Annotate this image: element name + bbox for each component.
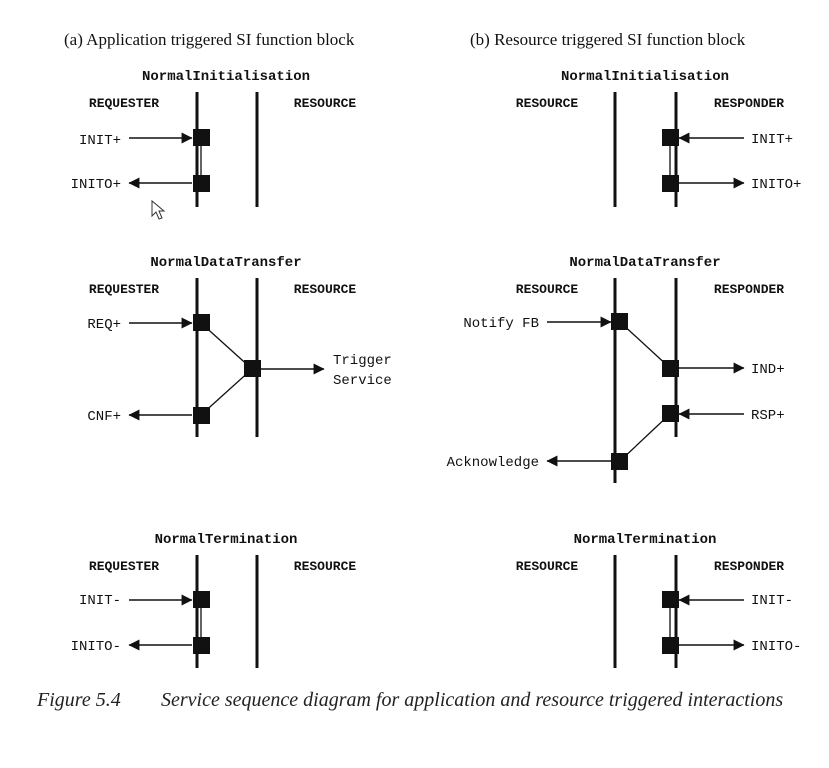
data-title-a: NormalDataTransfer	[150, 255, 301, 271]
event-connectors	[200, 138, 671, 645]
role-responder: RESPONDER	[714, 559, 784, 574]
label-inito-minus: INITO-	[751, 639, 801, 655]
event-boxes	[193, 129, 679, 654]
label-init-minus: INIT-	[751, 593, 793, 609]
label-inito-plus: INITO+	[751, 177, 801, 193]
panel-b-title: (b) Resource triggered SI function block	[470, 30, 746, 49]
role-resource: RESOURCE	[294, 282, 357, 297]
label-init-plus: INIT+	[751, 132, 793, 148]
lifelines	[195, 92, 678, 668]
role-requester: REQUESTER	[89, 282, 159, 297]
label-inito-minus: INITO-	[71, 639, 121, 655]
init-title-b: NormalInitialisation	[561, 69, 729, 85]
label-req-plus: REQ+	[87, 317, 121, 333]
caption-text: Service sequence diagram for application…	[161, 689, 784, 711]
label-init-plus: INIT+	[79, 133, 121, 149]
label-trigger: Trigger	[333, 353, 392, 369]
init-title-a: NormalInitialisation	[142, 69, 310, 85]
role-resource: RESOURCE	[294, 96, 357, 111]
term-title-a: NormalTermination	[155, 532, 298, 548]
message-arrows	[128, 132, 745, 651]
role-requester: REQUESTER	[89, 96, 159, 111]
label-notify-fb: Notify FB	[463, 316, 539, 332]
cursor-icon	[151, 199, 166, 220]
panel-a-title: (a) Application triggered SI function bl…	[64, 30, 355, 49]
data-title-b: NormalDataTransfer	[569, 255, 720, 271]
role-resource: RESOURCE	[516, 282, 579, 297]
role-responder: RESPONDER	[714, 96, 784, 111]
term-title-b: NormalTermination	[574, 532, 717, 548]
label-ind-plus: IND+	[751, 362, 785, 378]
role-requester: REQUESTER	[89, 559, 159, 574]
caption-number: Figure 5.4	[37, 689, 121, 711]
label-rsp-plus: RSP+	[751, 408, 785, 424]
label-init-minus: INIT-	[79, 593, 121, 609]
role-responder: RESPONDER	[714, 282, 784, 297]
figure-caption: Figure 5.4 Service sequence diagram for a…	[37, 688, 817, 713]
sequence-diagrams: NormalInitialisation NormalInitialisatio…	[71, 69, 801, 668]
label-acknowledge: Acknowledge	[447, 455, 539, 471]
role-resource: RESOURCE	[294, 559, 357, 574]
role-resource: RESOURCE	[516, 559, 579, 574]
label-service: Service	[333, 373, 392, 389]
role-resource: RESOURCE	[516, 96, 579, 111]
label-inito-plus: INITO+	[71, 177, 121, 193]
label-cnf-plus: CNF+	[87, 409, 121, 425]
